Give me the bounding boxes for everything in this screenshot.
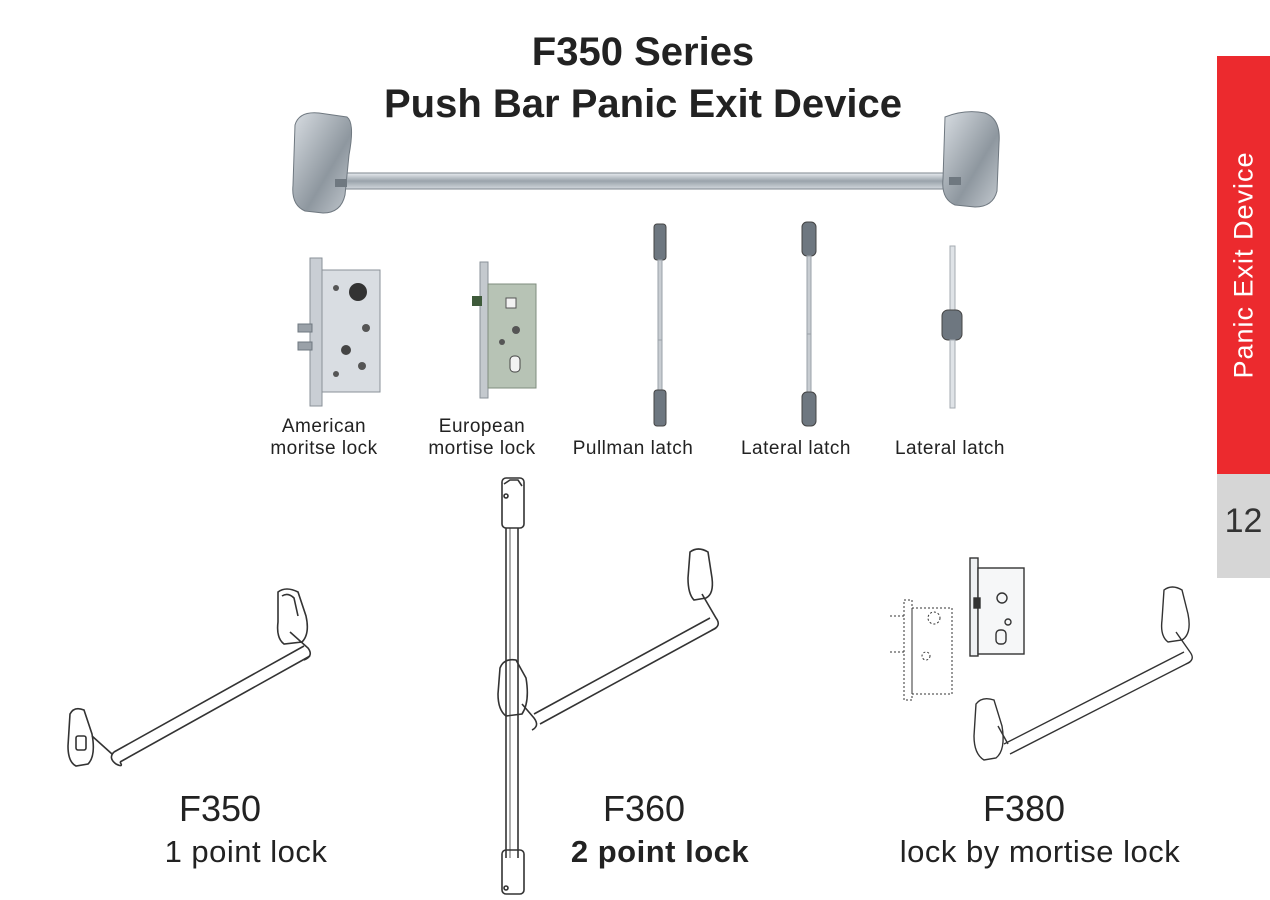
f380-drawing	[890, 557, 1193, 761]
f360-drawing	[497, 477, 720, 895]
latch-caption-american: American moritse lock	[248, 416, 400, 460]
page-number-tab: 12	[1217, 474, 1270, 578]
side-tab-label: Panic Exit Device	[1228, 151, 1258, 379]
model-code-f380: F380	[982, 788, 1066, 829]
latch-caption-line2: Lateral latch	[740, 438, 851, 459]
page-title: F350 Series	[531, 30, 755, 74]
model-code-f350: F350	[178, 788, 262, 829]
model-description-f350: 1 point lock	[164, 834, 328, 869]
page-subtitle: Push Bar Panic Exit Device	[383, 82, 902, 126]
lateral-latch-image-1	[801, 221, 817, 427]
latch-caption-pullman: Pullman latch	[556, 438, 710, 460]
pullman-latch-image	[653, 223, 667, 427]
european-mortise-lock-image	[472, 261, 537, 399]
model-code-f360: F360	[602, 788, 686, 829]
side-tab-section: Panic Exit Device	[1217, 56, 1270, 474]
f350-drawing	[67, 588, 312, 767]
latch-caption-line2: Lateral latch	[894, 438, 1005, 459]
latch-caption-line2: moritse lock	[270, 438, 378, 459]
model-description-f360: 2 point lock	[570, 834, 750, 869]
latch-caption-lateral-1: Lateral latch	[722, 438, 870, 460]
push-bar-product-image	[292, 111, 1000, 214]
latch-caption-lateral-2: Lateral latch	[876, 438, 1024, 460]
model-description-f380: lock by mortise lock	[899, 834, 1181, 869]
lateral-latch-image-2	[941, 245, 963, 409]
page-number: 12	[1224, 502, 1263, 540]
latch-caption-line2: Pullman latch	[572, 438, 694, 459]
latch-caption-line2: mortise lock	[428, 438, 536, 459]
latch-caption-line1: European	[438, 416, 526, 437]
latch-caption-european: European mortise lock	[406, 416, 558, 460]
latch-caption-line1: American	[281, 416, 367, 437]
american-mortise-lock-image	[297, 257, 381, 407]
